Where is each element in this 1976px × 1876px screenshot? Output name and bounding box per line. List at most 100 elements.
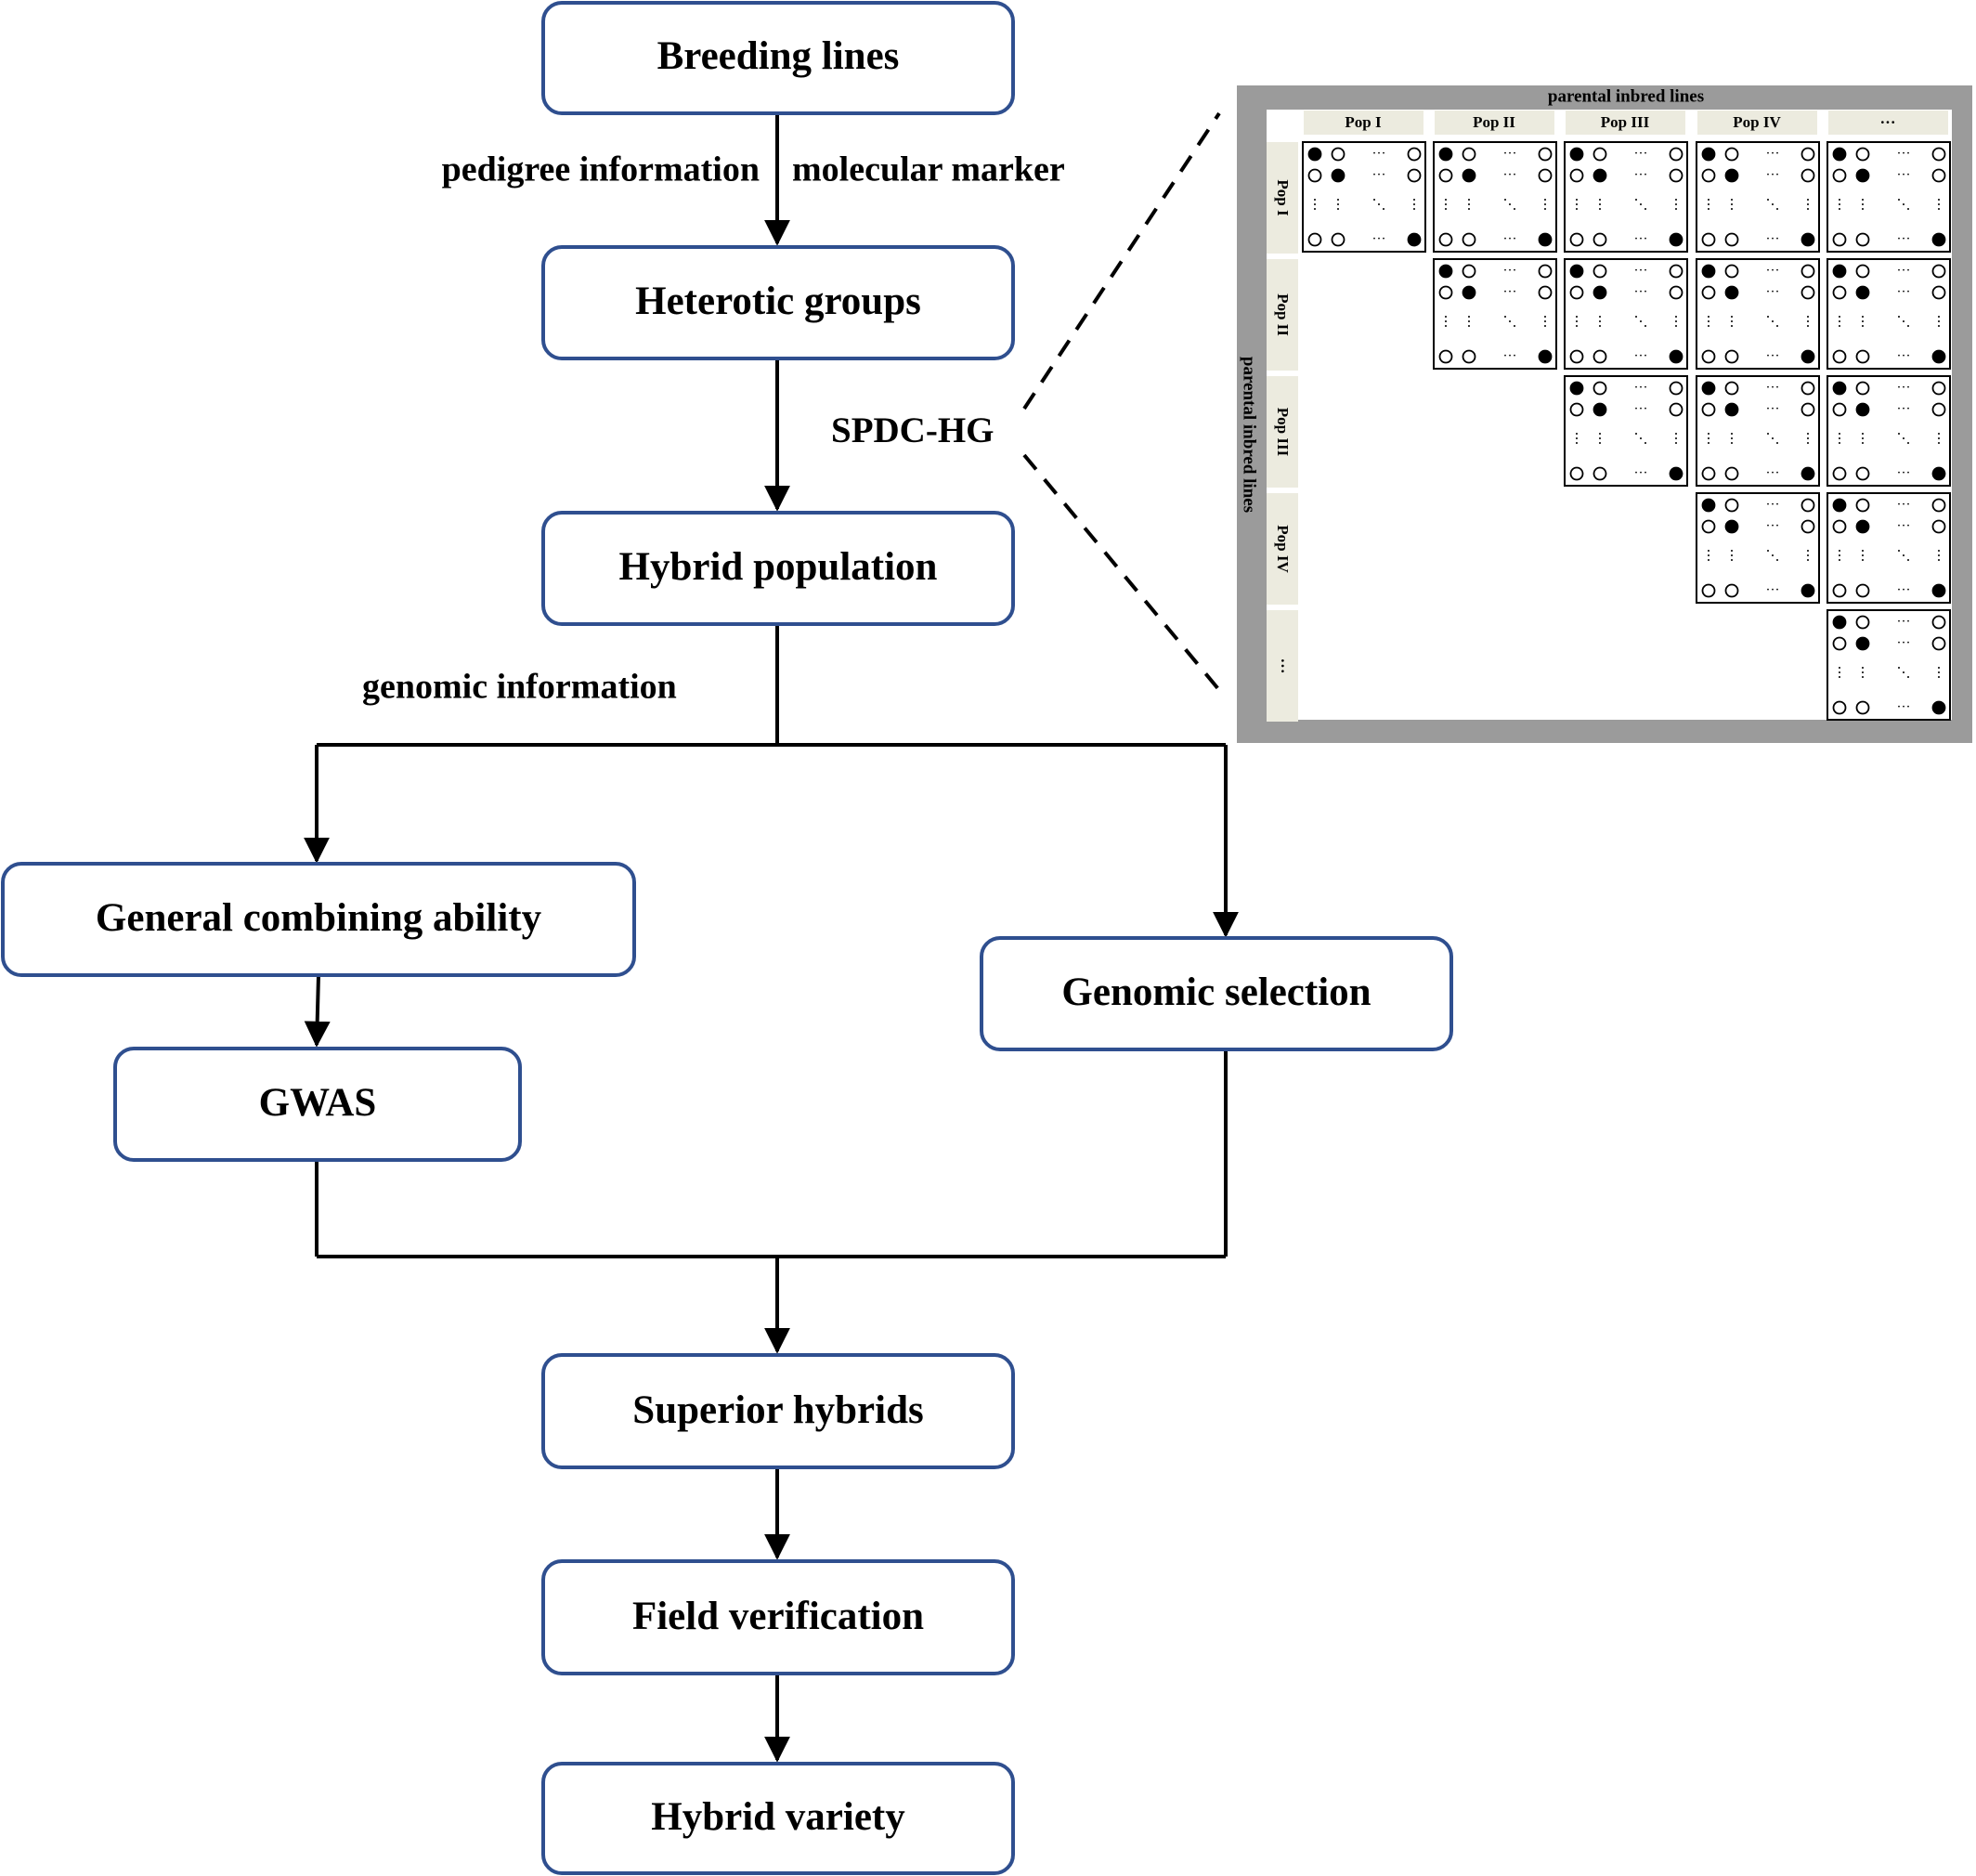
ellipsis-glyph: ··· xyxy=(1766,284,1780,299)
open-dot xyxy=(1800,264,1815,279)
open-dot xyxy=(1592,264,1607,279)
zoom-line-upper xyxy=(1022,111,1221,410)
ellipsis-glyph: ⋮ xyxy=(1670,314,1684,329)
cross-block-border xyxy=(1696,492,1820,604)
filled-dot xyxy=(1800,583,1815,598)
cross-block-border xyxy=(1564,258,1688,370)
ellipsis-glyph: ··· xyxy=(1897,263,1911,278)
ellipsis-glyph: ⋮ xyxy=(1856,314,1870,329)
ellipsis-glyph: ⋱ xyxy=(1897,197,1911,212)
filled-dot xyxy=(1931,466,1946,481)
open-dot xyxy=(1592,381,1607,396)
ellipsis-glyph: ⋮ xyxy=(1856,548,1870,563)
open-dot xyxy=(1724,264,1739,279)
filled-dot xyxy=(1407,232,1422,247)
cross-block-border xyxy=(1433,141,1557,253)
ellipsis-glyph: ⋮ xyxy=(1593,314,1607,329)
filled-dot xyxy=(1931,700,1946,715)
cross-block-r2-c2: ·········⋮⋮⋮⋱ xyxy=(1433,258,1557,370)
open-dot xyxy=(1462,232,1476,247)
open-dot xyxy=(1855,381,1870,396)
field-verification-label: Field verification xyxy=(632,1595,924,1638)
ellipsis-glyph: ··· xyxy=(1897,497,1911,512)
open-dot xyxy=(1592,147,1607,162)
ellipsis-glyph: ⋮ xyxy=(1462,314,1476,329)
open-dot xyxy=(1931,402,1946,417)
filled-dot xyxy=(1331,168,1346,183)
open-dot xyxy=(1569,402,1584,417)
ellipsis-glyph: ⋮ xyxy=(1539,197,1553,212)
filled-dot xyxy=(1800,232,1815,247)
filled-dot xyxy=(1592,402,1607,417)
breeding-lines-box xyxy=(541,1,1015,115)
ellipsis-glyph: ⋮ xyxy=(1408,197,1422,212)
open-dot xyxy=(1331,147,1346,162)
ellipsis-glyph: ⋱ xyxy=(1766,314,1780,329)
open-dot xyxy=(1855,232,1870,247)
open-dot xyxy=(1701,466,1716,481)
ellipsis-glyph: ··· xyxy=(1897,635,1911,650)
open-dot xyxy=(1569,232,1584,247)
open-dot xyxy=(1800,381,1815,396)
genomic-selection-label: Genomic selection xyxy=(1061,971,1371,1014)
filled-dot xyxy=(1307,147,1322,162)
gca-label: General combining ability xyxy=(96,896,542,940)
ellipsis-glyph: ⋱ xyxy=(1897,314,1911,329)
filled-dot xyxy=(1832,615,1847,630)
open-dot xyxy=(1832,636,1847,651)
open-dot xyxy=(1724,232,1739,247)
ellipsis-glyph: ⋮ xyxy=(1702,548,1716,563)
open-dot xyxy=(1538,285,1553,300)
row-header-pop-1: Pop I xyxy=(1274,179,1292,216)
cross-block-r4-c4: ·········⋮⋮⋮⋱ xyxy=(1696,492,1820,604)
ellipsis-glyph: ··· xyxy=(1634,380,1648,395)
open-dot xyxy=(1701,583,1716,598)
superior-hybrids-label: Superior hybrids xyxy=(632,1388,923,1432)
row-headers: Pop I Pop II Pop III Pop IV ··· xyxy=(1267,142,1298,722)
hybrid-variety-label: Hybrid variety xyxy=(651,1795,905,1839)
open-dot xyxy=(1669,147,1684,162)
ellipsis-glyph: ··· xyxy=(1766,146,1780,161)
col-header-bg-1 xyxy=(1304,111,1424,135)
open-dot xyxy=(1724,466,1739,481)
ellipsis-glyph: ··· xyxy=(1503,284,1517,299)
ellipsis-glyph: ⋱ xyxy=(1503,197,1517,212)
cross-block-r2-c3: ·········⋮⋮⋮⋱ xyxy=(1564,258,1688,370)
open-dot xyxy=(1855,264,1870,279)
ellipsis-glyph: ··· xyxy=(1897,167,1911,182)
filled-dot xyxy=(1931,583,1946,598)
open-dot xyxy=(1855,498,1870,513)
open-dot xyxy=(1438,168,1453,183)
row-header-pop-2: Pop II xyxy=(1274,293,1292,336)
ellipsis-glyph: ··· xyxy=(1634,401,1648,416)
ellipsis-glyph: ⋮ xyxy=(1932,548,1946,563)
open-dot xyxy=(1832,700,1847,715)
ellipsis-glyph: ··· xyxy=(1634,146,1648,161)
ellipsis-glyph: ··· xyxy=(1766,263,1780,278)
open-dot xyxy=(1931,498,1946,513)
filled-dot xyxy=(1832,498,1847,513)
ellipsis-glyph: ⋮ xyxy=(1702,431,1716,446)
ellipsis-glyph: ··· xyxy=(1634,284,1648,299)
open-dot xyxy=(1931,636,1946,651)
zoom-line-lower xyxy=(1022,453,1221,692)
ellipsis-glyph: ⋮ xyxy=(1439,197,1453,212)
ellipsis-glyph: ··· xyxy=(1766,582,1780,597)
open-dot xyxy=(1701,168,1716,183)
filled-dot xyxy=(1832,381,1847,396)
ellipsis-glyph: ··· xyxy=(1897,146,1911,161)
open-dot xyxy=(1307,168,1322,183)
cross-block-border xyxy=(1826,141,1951,253)
filled-dot xyxy=(1701,498,1716,513)
ellipsis-glyph: ··· xyxy=(1766,380,1780,395)
cross-block-border xyxy=(1696,258,1820,370)
cross-block-r1-c4: ·········⋮⋮⋮⋱ xyxy=(1696,141,1820,253)
open-dot xyxy=(1724,381,1739,396)
ellipsis-glyph: ⋮ xyxy=(1932,197,1946,212)
open-dot xyxy=(1800,498,1815,513)
flow-boxes xyxy=(1,1,1453,1875)
gwas-box xyxy=(113,1047,522,1162)
open-dot xyxy=(1855,583,1870,598)
open-dot xyxy=(1855,349,1870,364)
pedigree-information-label: pedigree information xyxy=(442,150,760,189)
